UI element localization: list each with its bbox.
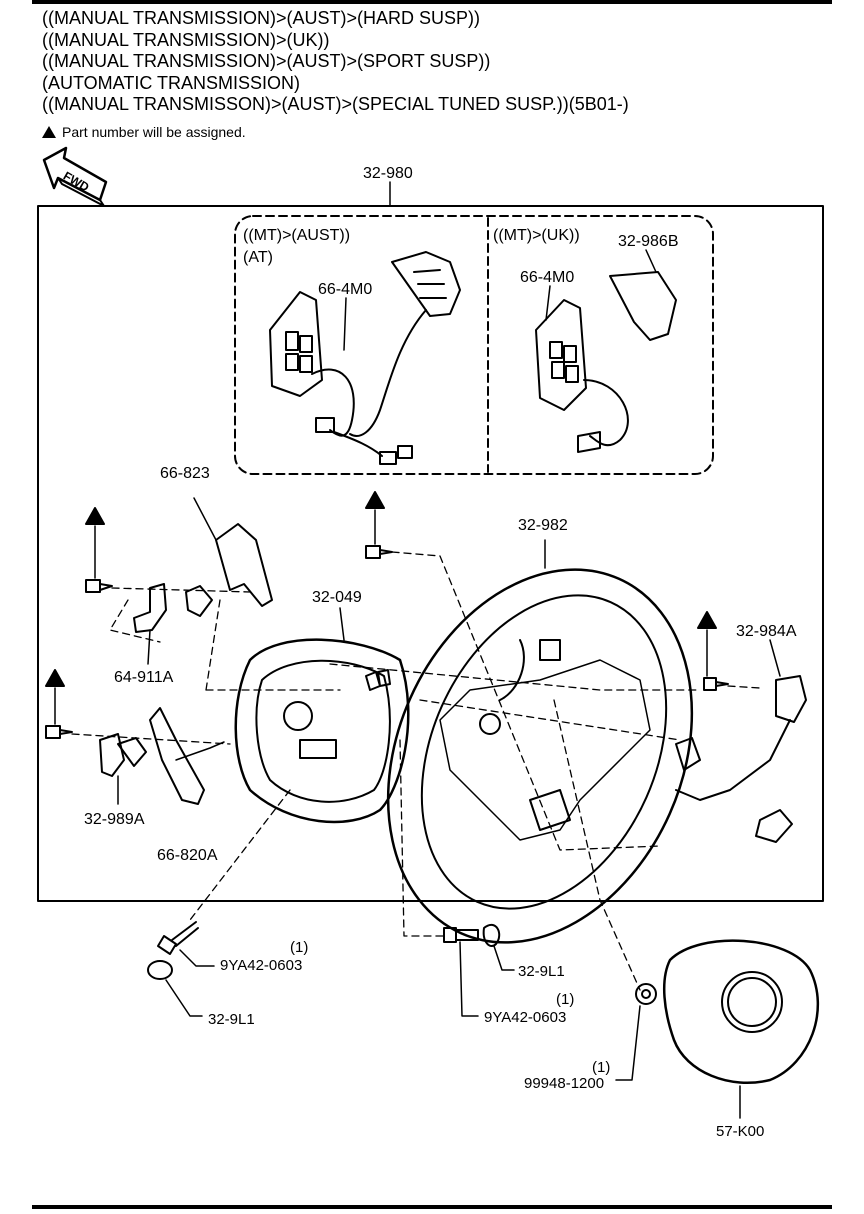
label-32-986b: 32-986B [618,233,679,250]
fwd-arrow-icon [42,146,108,207]
inset-title-right: ((MT)>(UK)) [493,227,580,244]
assign-triangle-2 [45,669,65,687]
assign-triangle-4 [697,611,717,629]
shift-paddle-right [193,497,273,607]
screw-center [365,545,393,559]
switch-variant-inset [234,215,714,475]
inset-title-left-2: (AT) [243,249,273,266]
assign-note-text: Part number will be assigned. [62,124,246,140]
label-32-989a: 32-989A [84,811,145,828]
bottom-rule [32,1205,832,1209]
label-66-823: 66-823 [160,465,210,482]
label-66-820a: 66-820A [157,847,218,864]
bracket-64-911a [133,583,213,665]
label-32-9l1-center: 32-9L1 [518,963,565,980]
screw-left-lower [45,725,73,739]
label-32-049: 32-049 [312,589,362,606]
rear-cover [234,607,410,824]
airbag-module [662,939,819,1119]
qty-9ya42-center: (1) [556,991,574,1008]
label-64-911a: 64-911A [114,669,174,686]
top-rule [32,0,832,4]
header-line-1: ((MANUAL TRANSMISSION)>(AUST)>(HARD SUSP… [42,8,481,28]
label-9ya42-left: 9YA42-0603 [220,957,302,974]
nut-99948 [615,983,657,1081]
qty-99948: (1) [592,1059,610,1076]
header-line-2: ((MANUAL TRANSMISSION)>(UK)) [42,30,330,50]
inset-title-left-1: ((MT)>(AUST)) [243,227,350,244]
cap-32-9l1-center [482,923,501,947]
label-99948: 99948-1200 [524,1075,604,1092]
cap-32-9l1-left [147,960,173,980]
screw-left-upper [85,579,113,593]
label-66-4m0-left: 66-4M0 [318,281,372,298]
assign-triangle-3 [365,491,385,509]
steering-switch-right [535,249,677,453]
steering-switch-left [269,251,461,465]
label-57-k00: 57-K00 [716,1123,764,1140]
triangle-icon [42,126,56,138]
steering-wheel [386,539,694,944]
shift-paddle-left [149,707,225,805]
harness-32-984a [675,639,807,843]
label-32-9l1-left: 32-9L1 [208,1011,255,1028]
header-line-5: ((MANUAL TRANSMISSON)>(AUST)>(SPECIAL TU… [42,94,629,114]
label-66-4m0-right: 66-4M0 [520,269,574,286]
screw-right [703,677,729,691]
bolt-9ya42-left [157,921,215,967]
label-9ya42-center: 9YA42-0603 [484,1009,566,1026]
label-32-980: 32-980 [363,165,413,182]
label-32-984a: 32-984A [736,623,797,640]
bracket-32-989a [99,733,147,805]
assign-triangle-1 [85,507,105,525]
bolt-9ya42-center [443,927,479,1017]
qty-9ya42-left: (1) [290,939,308,956]
header-line-3: ((MANUAL TRANSMISSION)>(AUST)>(SPORT SUS… [42,51,491,71]
label-32-982: 32-982 [518,517,568,534]
assign-note: Part number will be assigned. [42,124,246,140]
assembly-frame [37,205,824,902]
header-line-4: (AUTOMATIC TRANSMISSION) [42,73,301,93]
